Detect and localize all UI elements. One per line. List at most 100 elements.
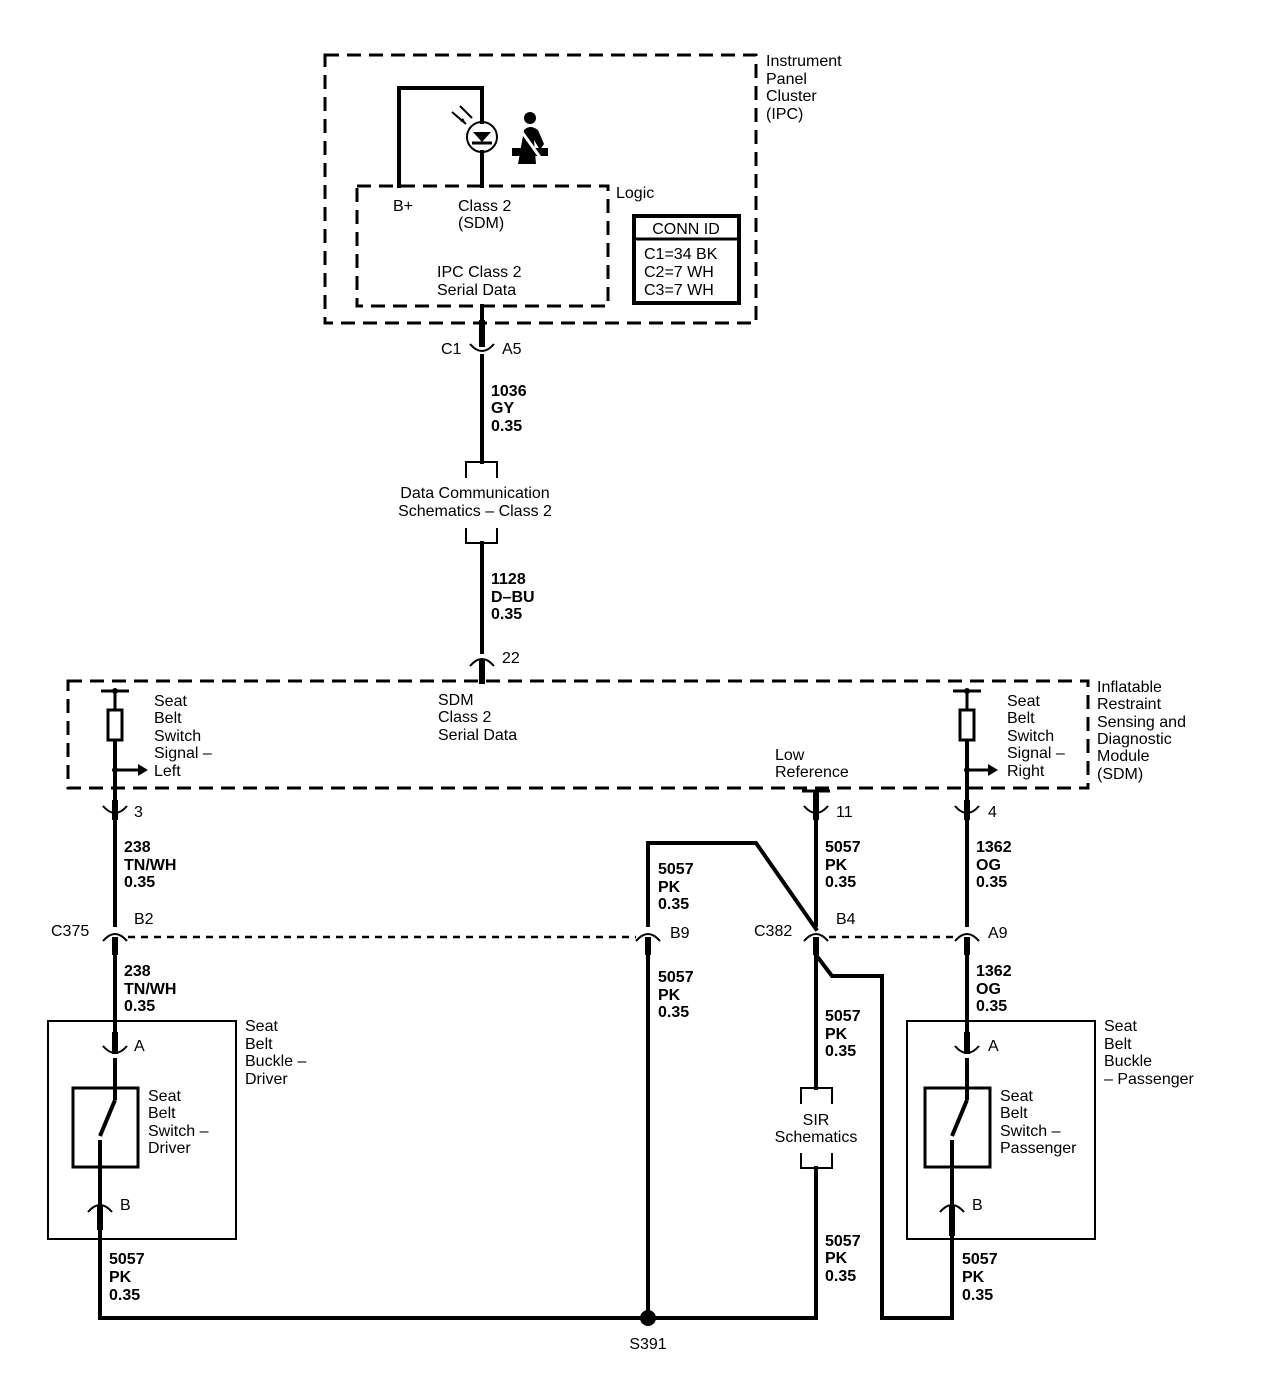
svg-text:Buckle: Buckle xyxy=(1104,1053,1152,1070)
passenger-pin-b-connector xyxy=(939,1204,965,1236)
passenger-switch xyxy=(923,1058,992,1212)
svg-text:0.35: 0.35 xyxy=(124,874,155,891)
svg-text:5057: 5057 xyxy=(109,1251,145,1268)
wire-5057-driver-ground xyxy=(98,1228,650,1320)
svg-text:Seat: Seat xyxy=(1000,1088,1033,1105)
svg-text:Module: Module xyxy=(1097,748,1150,765)
seat-belt-lamp-icon xyxy=(451,105,498,153)
svg-text:Serial Data: Serial Data xyxy=(438,727,517,744)
svg-text:C3=7 WH: C3=7 WH xyxy=(644,282,714,299)
svg-text:Buckle –: Buckle – xyxy=(245,1053,306,1070)
wire-5057-sdm-upper-label: 5057 PK 0.35 xyxy=(825,839,861,891)
svg-text:TN/WH: TN/WH xyxy=(124,981,176,998)
svg-text:Seat: Seat xyxy=(1007,693,1040,710)
pin-3-label: 3 xyxy=(134,804,143,821)
driver-pin-b-connector xyxy=(87,1204,113,1230)
svg-text:Serial Data: Serial Data xyxy=(437,282,516,299)
svg-text:Seat: Seat xyxy=(154,693,187,710)
b-plus-label: B+ xyxy=(393,198,413,215)
svg-text:Driver: Driver xyxy=(245,1071,288,1088)
svg-text:OG: OG xyxy=(976,857,1001,874)
svg-text:(SDM): (SDM) xyxy=(1097,766,1143,783)
svg-text:C2=7 WH: C2=7 WH xyxy=(644,264,714,281)
svg-text:0.35: 0.35 xyxy=(976,998,1007,1015)
passenger-pin-a-connector xyxy=(954,1032,980,1054)
wire-1362-upper-label: 1362 OG 0.35 xyxy=(976,839,1012,891)
connector-b9 xyxy=(635,933,661,955)
ipc-bplus-wire xyxy=(397,86,484,188)
driver-pin-a-label: A xyxy=(134,1038,145,1055)
conn-id-table: CONN ID C1=34 BK C2=7 WH C3=7 WH xyxy=(632,214,741,305)
left-pullup-resistor xyxy=(101,688,148,800)
svg-text:(SDM): (SDM) xyxy=(458,215,504,232)
splice-label: S391 xyxy=(629,1336,666,1353)
splice-s391 xyxy=(640,1310,656,1326)
ipc-outline xyxy=(323,53,758,325)
svg-text:Belt: Belt xyxy=(1000,1105,1028,1122)
sdm-outline xyxy=(66,679,1090,790)
svg-text:Instrument: Instrument xyxy=(766,53,842,70)
svg-text:PK: PK xyxy=(658,987,681,1004)
pin-b9-label: B9 xyxy=(670,925,690,942)
c382-label: C382 xyxy=(754,923,792,940)
passenger-pin-b-label: B xyxy=(972,1197,983,1214)
driver-pin-b-label: B xyxy=(120,1197,131,1214)
svg-text:Signal –: Signal – xyxy=(1007,745,1065,762)
svg-text:5057: 5057 xyxy=(658,969,694,986)
connector-c382-b4 xyxy=(803,933,829,955)
svg-text:1362: 1362 xyxy=(976,839,1012,856)
svg-text:D–BU: D–BU xyxy=(491,589,535,606)
passenger-buckle-label: Seat Belt Buckle – Passenger xyxy=(1104,1018,1195,1088)
svg-text:Switch –: Switch – xyxy=(1000,1123,1061,1140)
pin-a9-label: A9 xyxy=(988,925,1008,942)
svg-text:OG: OG xyxy=(976,981,1001,998)
connector-pin-22 xyxy=(469,658,495,684)
wire-5057-passenger-ground xyxy=(813,952,954,1320)
svg-text:Passenger: Passenger xyxy=(1000,1140,1077,1157)
svg-text:PK: PK xyxy=(962,1269,985,1286)
svg-text:PK: PK xyxy=(825,1250,848,1267)
wire-238-lower-label: 238 TN/WH 0.35 xyxy=(124,963,176,1015)
svg-text:0.35: 0.35 xyxy=(491,418,522,435)
svg-text:0.35: 0.35 xyxy=(976,874,1007,891)
wire-5057-driver-label: 5057 PK 0.35 xyxy=(109,1251,145,1304)
passenger-pin-a-label: A xyxy=(988,1038,999,1055)
svg-text:238: 238 xyxy=(124,963,151,980)
svg-text:Low: Low xyxy=(775,747,805,764)
svg-text:5057: 5057 xyxy=(825,1008,861,1025)
right-pullup-resistor xyxy=(953,688,998,800)
right-signal-label: Seat Belt Switch Signal – Right xyxy=(1007,693,1065,780)
svg-text:Panel: Panel xyxy=(766,71,807,88)
wire-5057-b9-label: 5057 PK 0.35 xyxy=(658,969,694,1021)
svg-text:Belt: Belt xyxy=(154,710,182,727)
wire-5057-passenger-label: 5057 PK 0.35 xyxy=(962,1251,998,1304)
svg-text:Restraint: Restraint xyxy=(1097,696,1162,713)
ipc-name-label: Instrument Panel Cluster (IPC) xyxy=(766,53,842,123)
wire-1128-label: 1128 D–BU 0.35 xyxy=(491,571,535,623)
connector-pin-3 xyxy=(102,800,128,820)
svg-text:Seat: Seat xyxy=(148,1088,181,1105)
connector-c1-label: C1 xyxy=(441,341,462,358)
svg-text:0.35: 0.35 xyxy=(825,1043,856,1060)
svg-text:SDM: SDM xyxy=(438,692,474,709)
svg-text:0.35: 0.35 xyxy=(962,1287,993,1304)
sdm-serial-data-label: SDM Class 2 Serial Data xyxy=(438,692,517,744)
svg-text:Belt: Belt xyxy=(148,1105,176,1122)
svg-text:Belt: Belt xyxy=(1104,1036,1132,1053)
driver-switch-label: Seat Belt Switch – Driver xyxy=(148,1088,209,1157)
class2-sdm-label: Class 2 (SDM) xyxy=(458,198,511,232)
svg-text:(IPC): (IPC) xyxy=(766,106,803,123)
seat-belt-person-icon xyxy=(512,112,548,164)
svg-text:Schematics: Schematics xyxy=(775,1129,858,1146)
wire-5057-crossover xyxy=(646,841,819,932)
wire-1362-lower-label: 1362 OG 0.35 xyxy=(976,963,1012,1015)
svg-text:0.35: 0.35 xyxy=(658,896,689,913)
svg-text:CONN ID: CONN ID xyxy=(652,221,720,238)
svg-text:Reference: Reference xyxy=(775,764,849,781)
svg-text:0.35: 0.35 xyxy=(491,606,522,623)
svg-text:SIR: SIR xyxy=(803,1112,830,1129)
passenger-switch-label: Seat Belt Switch – Passenger xyxy=(1000,1088,1077,1157)
svg-text:Seat: Seat xyxy=(245,1018,278,1035)
pin-11-label: 11 xyxy=(836,804,853,821)
